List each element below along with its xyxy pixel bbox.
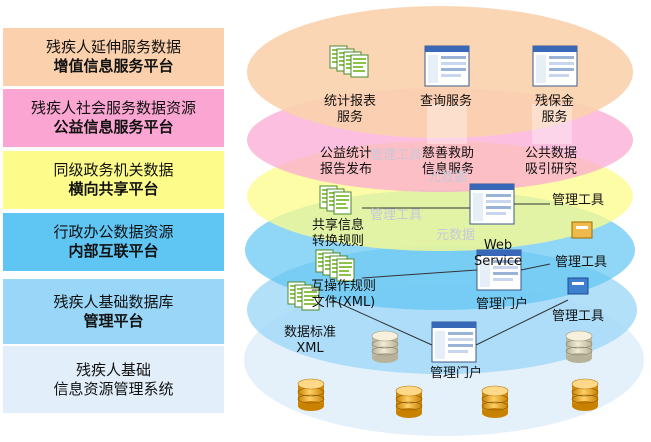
label-line2: 内部互联平台 [68, 242, 159, 260]
management-portal-label: 管理门户 [430, 366, 483, 381]
query-service-label: 查询服务 [420, 94, 473, 109]
disability-insurance-service-label: 残保金 服务 [535, 94, 575, 126]
faded-window-icon [532, 104, 572, 144]
database-cylinder-icon [571, 378, 599, 412]
faded-tool-label: 管理工具 [370, 148, 423, 163]
stack-graphic [244, 6, 644, 436]
window-screenshot-icon [424, 45, 470, 87]
faded-metadata-label: 元数据 [428, 170, 468, 185]
label-line2: 公益信息服务平台 [53, 118, 174, 136]
faded-window-icon [427, 104, 467, 144]
database-cylinder-icon [371, 330, 399, 364]
connector-line [520, 263, 551, 271]
label-line2: 横向共享平台 [68, 180, 159, 198]
label-line2: 增值信息服务平台 [53, 57, 174, 75]
label-line1: 行政办公数据资源 [53, 223, 174, 242]
label-line2: 管理平台 [83, 311, 144, 330]
shared-info-rules-label: 共享信息 转换规则 [312, 218, 365, 250]
label-resource-management-system: 残疾人基础 信息资源管理系统 [3, 346, 224, 413]
public-data-research-label: 公共数据 吸引研究 [525, 146, 578, 178]
window-screenshot-icon [431, 321, 477, 363]
label-line2: 信息资源管理系统 [53, 379, 174, 398]
label-line1: 同级政务机关数据 [53, 161, 174, 180]
management-portal-label: 管理门户 [476, 297, 529, 312]
label-database-management-platform: 残疾人基础数据库 管理平台 [3, 279, 224, 344]
interop-rules-file-label: 互操作规则 文件(XML) [311, 279, 377, 311]
label-public-welfare-platform: 残疾人社会服务数据资源 公益信息服务平台 [3, 89, 224, 147]
connector-line [475, 299, 569, 346]
database-cylinder-icon [297, 378, 325, 412]
management-tool-label: 管理工具 [552, 193, 605, 208]
faded-metadata-label: 元数据 [436, 228, 476, 243]
public-stats-report-label: 公益统计 报告发布 [320, 146, 373, 178]
faded-tool-label: 管理工具 [370, 208, 423, 223]
label-line1: 残疾人基础 [75, 360, 151, 379]
database-cylinder-icon [565, 330, 593, 364]
layered-platform-stack: 统计报表 服务 查询服务 残保金 服务 公益统计 报告发布 慈善救助 信息服务 … [232, 0, 651, 442]
ruler-tool-icon [567, 277, 589, 295]
database-cylinder-icon [481, 385, 509, 419]
ruler-tool-icon [571, 221, 593, 239]
stats-report-service-label: 统计报表 服务 [324, 94, 377, 126]
database-cylinder-icon [395, 385, 423, 419]
label-value-added-platform: 残疾人延伸服务数据 增值信息服务平台 [3, 28, 224, 86]
web-service-label: Web Service [474, 238, 523, 270]
window-screenshot-icon [532, 45, 578, 87]
connector-line [331, 299, 433, 346]
label-internal-interconnect-platform: 行政办公数据资源 内部互联平台 [3, 213, 224, 271]
charity-info-service-label: 慈善救助 信息服务 [422, 146, 475, 178]
management-tool-label: 管理工具 [555, 255, 608, 270]
data-standard-xml-label: 数据标准 XML [284, 325, 337, 357]
label-line1: 残疾人社会服务数据资源 [30, 99, 196, 118]
connector-line [361, 269, 478, 279]
label-line1: 残疾人延伸服务数据 [45, 38, 181, 57]
management-tool-label: 管理工具 [552, 309, 605, 324]
label-line1: 残疾人基础数据库 [53, 292, 174, 311]
window-screenshot-icon [469, 183, 515, 225]
label-horizontal-sharing-platform: 同级政务机关数据 横向共享平台 [3, 151, 224, 209]
